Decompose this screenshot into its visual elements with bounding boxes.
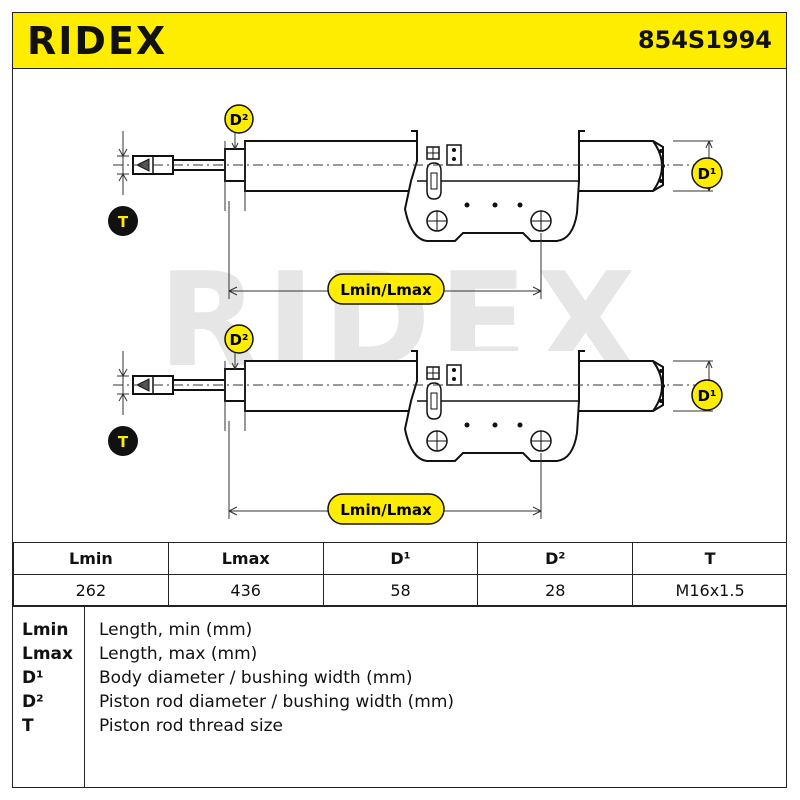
brand-logo: RIDEX <box>27 19 168 63</box>
legend-text: Length, min (mm) <box>99 620 253 640</box>
spec-value-lmin: 262 <box>13 574 169 607</box>
spec-header-t: T <box>632 542 786 575</box>
spec-header-lmin: Lmin <box>13 542 169 575</box>
legend-text: Piston rod thread size <box>99 716 284 736</box>
legend-key: D² <box>22 692 44 712</box>
spec-table: Lmin Lmax D¹ D² T 262 436 58 28 M16x1.5 <box>13 542 786 607</box>
label-t-bottom: T <box>108 426 138 456</box>
svg-text:T: T <box>118 213 129 231</box>
spec-table-value-row: 262 436 58 28 M16x1.5 <box>13 574 786 607</box>
svg-text:D¹: D¹ <box>697 387 716 405</box>
legend-key: Lmax <box>22 644 73 664</box>
header-bar: RIDEX 854S1994 <box>13 13 786 69</box>
spec-table-header-row: Lmin Lmax D¹ D² T <box>13 542 786 575</box>
legend-text: Body diameter / bushing width (mm) <box>99 668 413 688</box>
spec-header-d2: D² <box>477 542 634 575</box>
legend-text: Piston rod diameter / bushing width (mm) <box>99 692 455 712</box>
legend-item: Lmin Length, min (mm) <box>13 620 786 644</box>
legend-item: Lmax Length, max (mm) <box>13 644 786 668</box>
svg-text:D¹: D¹ <box>697 165 716 183</box>
part-number: 854S1994 <box>637 26 772 54</box>
svg-text:Lmin/Lmax: Lmin/Lmax <box>340 501 432 519</box>
legend: Lmin Length, min (mm) Lmax Length, max (… <box>13 605 786 787</box>
spec-value-d1: 58 <box>322 574 479 607</box>
legend-key: T <box>22 716 34 736</box>
legend-divider <box>84 606 85 787</box>
svg-text:T: T <box>118 433 129 451</box>
label-d2-bottom: D² <box>224 324 254 354</box>
spec-header-lmax: Lmax <box>167 542 324 575</box>
spec-sheet: RIDEX 854S1994 <box>12 12 787 788</box>
spec-value-t: M16x1.5 <box>632 574 786 607</box>
label-lmin-lmax-top: Lmin/Lmax <box>327 273 445 305</box>
label-d2-top: D² <box>224 104 254 134</box>
label-d1-top: D¹ <box>691 157 723 189</box>
svg-text:D²: D² <box>229 111 248 129</box>
label-lmin-lmax-bottom: Lmin/Lmax <box>327 493 445 525</box>
spec-value-d2: 28 <box>477 574 634 607</box>
shock-absorber-drawing: RIDEX D² T D¹ Lmin/Lmax D² <box>108 104 723 525</box>
legend-item: D¹ Body diameter / bushing width (mm) <box>13 668 786 692</box>
legend-text: Length, max (mm) <box>99 644 258 664</box>
legend-item: D² Piston rod diameter / bushing width (… <box>13 692 786 716</box>
legend-item: T Piston rod thread size <box>13 716 786 740</box>
svg-text:Lmin/Lmax: Lmin/Lmax <box>340 281 432 299</box>
legend-key: D¹ <box>22 668 44 688</box>
label-d1-bottom: D¹ <box>691 379 723 411</box>
label-t-top: T <box>108 206 138 236</box>
spec-header-d1: D¹ <box>322 542 479 575</box>
spec-value-lmax: 436 <box>167 574 324 607</box>
svg-text:D²: D² <box>229 331 248 349</box>
legend-key: Lmin <box>22 620 69 640</box>
